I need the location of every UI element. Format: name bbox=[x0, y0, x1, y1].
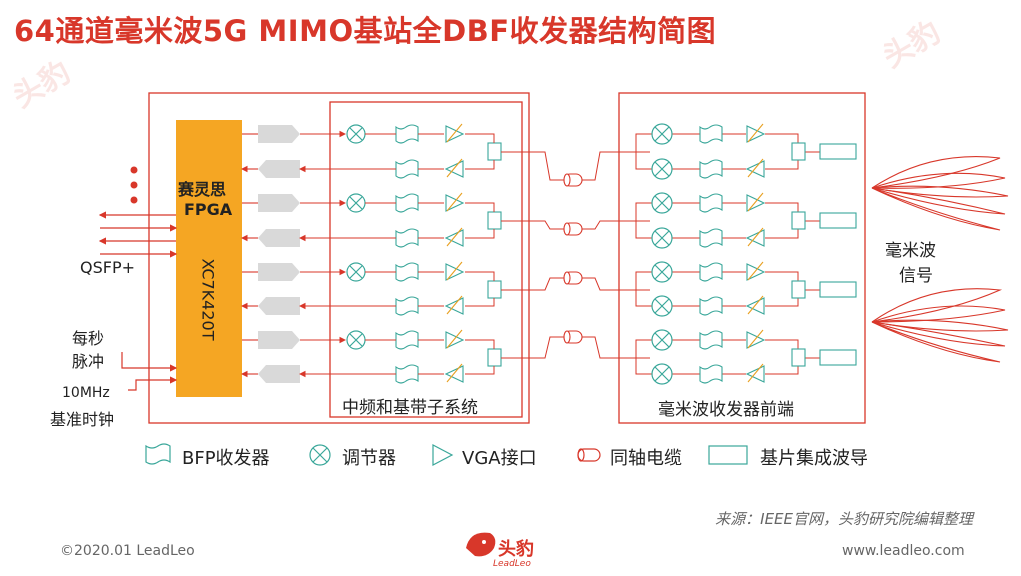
legend-bfp-icon bbox=[145, 443, 171, 465]
legend-bfp-label: BFP收发器 bbox=[182, 448, 270, 469]
beam-upper bbox=[871, 156, 1009, 231]
bfp-filters-subsystem bbox=[395, 124, 419, 384]
coax-cables bbox=[563, 173, 583, 344]
signal-label-line1: 毫米波 bbox=[885, 241, 936, 261]
legend-vga-icon bbox=[432, 444, 454, 466]
couplers-subsystem bbox=[487, 142, 502, 367]
waveguides bbox=[819, 143, 857, 366]
beam-lower bbox=[871, 288, 1009, 363]
legend-coax-label: 同轴电缆 bbox=[610, 448, 682, 469]
vga-control-arrows bbox=[446, 123, 463, 383]
copyright: ©2020.01 LeadLeo bbox=[60, 543, 195, 559]
subsystem-label: 中频和基带子系统 bbox=[342, 398, 478, 418]
coax-links bbox=[501, 151, 650, 359]
modulators-subsystem bbox=[346, 124, 366, 350]
qsfp-links bbox=[98, 211, 178, 391]
signal-label-line2: 信号 bbox=[899, 266, 933, 286]
logo-sub: LeadLeo bbox=[493, 559, 531, 569]
website: www.leadleo.com bbox=[842, 543, 965, 559]
legend-waveguide-icon bbox=[708, 445, 748, 465]
vga-control-arrows-frontend bbox=[747, 123, 764, 383]
couplers-frontend bbox=[791, 142, 806, 367]
bfp-filters-frontend bbox=[699, 124, 723, 384]
vga-amplifiers-subsystem bbox=[444, 125, 465, 383]
legend-modulator-label: 调节器 bbox=[342, 448, 396, 469]
page-title: 64通道毫米波5G MIMO基站全DBF收发器结构简图 bbox=[14, 14, 717, 48]
pulse-label-line2: 脉冲 bbox=[72, 352, 105, 371]
clock-label-line1: 10MHz bbox=[62, 385, 110, 401]
fpga-block bbox=[176, 120, 242, 397]
converter-blocks bbox=[258, 125, 300, 383]
fpga-model: XC7K420T bbox=[198, 258, 218, 341]
frontend-label: 毫米波收发器前端 bbox=[658, 400, 794, 420]
fpga-name: FPGA bbox=[184, 200, 233, 219]
pulse-label-line1: 每秒 bbox=[72, 329, 105, 348]
fpga-brand: 赛灵思 bbox=[178, 180, 227, 199]
source-note: 来源：IEEE官网，头豹研究院编辑整理 bbox=[715, 510, 973, 528]
baseband-frame bbox=[148, 92, 530, 424]
legend-vga-label: VGA接口 bbox=[462, 448, 537, 469]
logo-name: 头豹 bbox=[498, 539, 534, 560]
ellipsis-dots bbox=[130, 166, 138, 204]
legend-waveguide-label: 基片集成波导 bbox=[760, 448, 868, 469]
if-subsystem-frame bbox=[329, 101, 523, 418]
clock-label-line2: 基准时钟 bbox=[50, 410, 115, 429]
leadleo-logo-icon bbox=[466, 532, 496, 557]
legend-modulator-icon bbox=[309, 444, 331, 466]
frontend-frame bbox=[618, 92, 866, 424]
modulators-frontend bbox=[651, 123, 673, 385]
qsfp-label: QSFP+ bbox=[80, 258, 136, 277]
channel-lines bbox=[240, 130, 347, 378]
vga-amplifiers-frontend bbox=[745, 125, 766, 383]
legend-icons bbox=[145, 443, 748, 466]
legend-coax-icon bbox=[577, 448, 601, 462]
